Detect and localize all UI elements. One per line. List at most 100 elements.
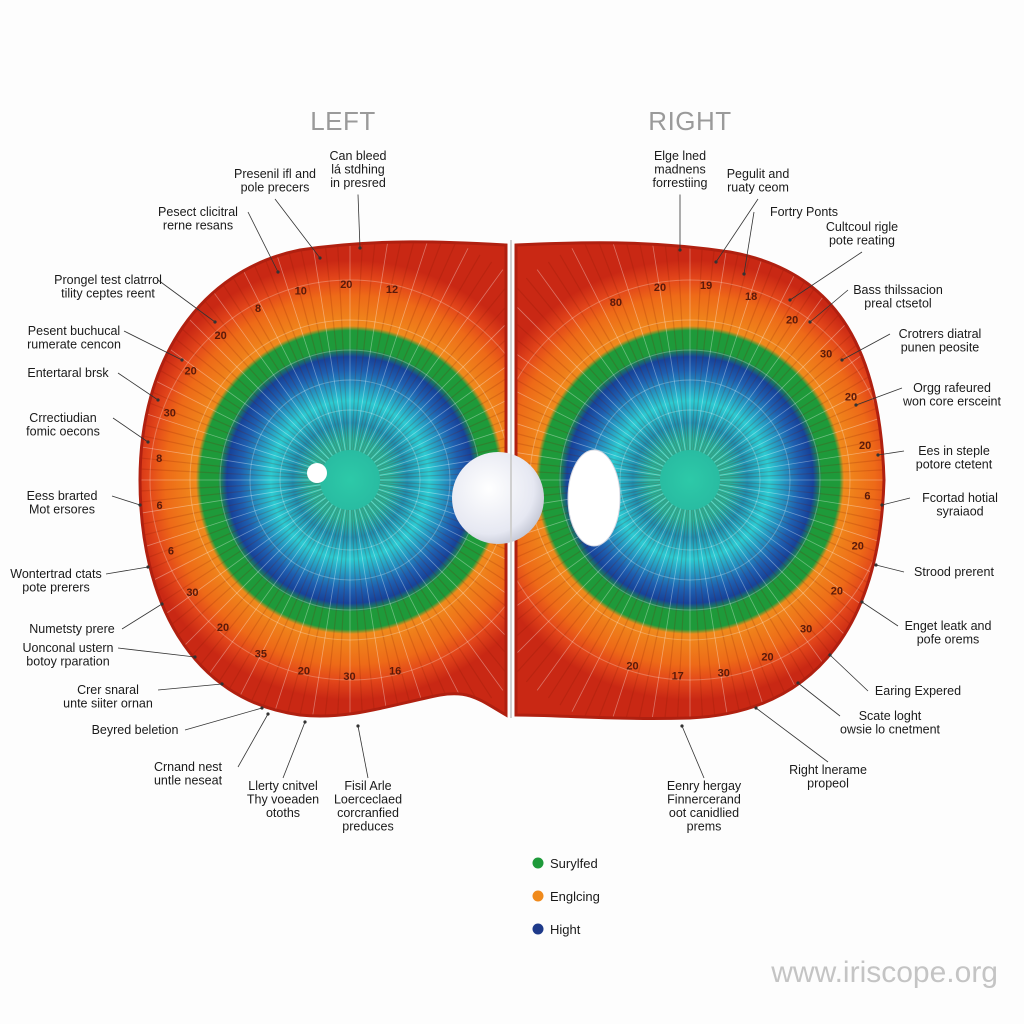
iris-ray [372, 315, 506, 462]
iris-ray [516, 399, 662, 472]
iris-ray [708, 502, 855, 683]
iris-ray [516, 315, 668, 462]
iris-ray [717, 373, 884, 469]
iris-ray [369, 286, 506, 459]
iris-ray [717, 491, 884, 587]
ring-number: 30 [718, 667, 730, 679]
iris-ray [516, 465, 661, 480]
iris-ray [350, 241, 365, 451]
iris-ray [140, 438, 321, 476]
iris-ray [140, 487, 322, 548]
iris-ray [516, 493, 664, 599]
leader-line [797, 682, 841, 717]
ring-number: 8 [156, 453, 162, 465]
iris-ray [147, 498, 328, 645]
iris-ray [175, 286, 331, 459]
iris-ray [583, 507, 679, 718]
leader-line [357, 725, 369, 779]
ring-number: 30 [164, 407, 176, 419]
iris-ray [363, 506, 469, 712]
iris-ray [322, 509, 348, 716]
legend-label: Englcing [550, 889, 600, 904]
iris-ray [516, 373, 663, 469]
iris-ray [295, 241, 345, 451]
callout-label: Numetsty prere [29, 622, 114, 636]
ring-number: 20 [626, 660, 638, 672]
iris-ray [140, 484, 321, 522]
iris-ray [358, 508, 431, 716]
leader-line [111, 495, 141, 506]
leader-dot [860, 600, 864, 604]
legend-swatch [532, 890, 544, 902]
iris-ray [698, 508, 771, 719]
iris-ray [516, 412, 662, 473]
iris-ray [716, 493, 884, 599]
iris-ray [140, 485, 321, 535]
leader-dot [874, 563, 878, 567]
ring-number: 20 [215, 330, 227, 342]
ring-number: 6 [157, 500, 163, 512]
ring-number: 30 [820, 349, 832, 361]
leader-dot [303, 720, 307, 724]
iris-ray [559, 254, 676, 455]
iris-ray [675, 242, 690, 451]
iris-ray [525, 277, 672, 458]
ring-number: 30 [343, 671, 355, 683]
ring-number: 30 [800, 624, 812, 636]
iris-ray [622, 242, 683, 452]
iris-ray [719, 482, 884, 508]
leader-line [282, 721, 306, 779]
iris-ray [690, 242, 705, 451]
iris-ray [694, 242, 732, 451]
iris-ray [371, 499, 506, 655]
iris-ray [718, 487, 884, 548]
leader-line [247, 211, 279, 273]
iris-ray [516, 295, 670, 460]
iris-ray [697, 242, 758, 452]
iris-ray [547, 261, 675, 456]
ring-number: 20 [217, 622, 229, 634]
iris-ray [692, 509, 718, 719]
iris-ray [269, 508, 342, 716]
ring-number: 20 [786, 314, 798, 326]
iris-ray [516, 305, 669, 461]
iris-ray [516, 349, 665, 466]
iris-ray [516, 491, 663, 587]
iris-ray [583, 242, 679, 453]
iris-ray [140, 425, 321, 475]
iris-ray [377, 373, 506, 469]
iris-ray [175, 501, 331, 674]
ring-number: 35 [255, 649, 267, 661]
ring-number: 8 [255, 303, 261, 315]
legend-label: Hight [550, 922, 581, 937]
leader-line [123, 330, 183, 361]
leader-dot [796, 681, 800, 685]
iris-ray [516, 485, 661, 535]
iris-ray [701, 242, 797, 453]
iris-ray [648, 509, 686, 719]
iris-ray [700, 507, 784, 719]
leader-line [855, 387, 903, 406]
iris-ray [707, 269, 844, 456]
iris-ray [308, 241, 346, 451]
leader-line [105, 566, 149, 575]
iris-ray [140, 495, 326, 623]
ring-number: 19 [700, 280, 712, 292]
iris-ray [140, 480, 321, 495]
iris-ray [358, 241, 431, 452]
leader-dot [742, 272, 746, 276]
iris-ray [335, 509, 350, 716]
leader-dot [808, 320, 812, 324]
iris-ray [379, 425, 506, 475]
iris-ray [719, 465, 884, 480]
iris-ray [207, 504, 335, 699]
ring-number: 6 [168, 546, 174, 558]
iris-ray [704, 505, 821, 706]
iris-ray [140, 465, 321, 480]
iris-ray [185, 502, 332, 683]
